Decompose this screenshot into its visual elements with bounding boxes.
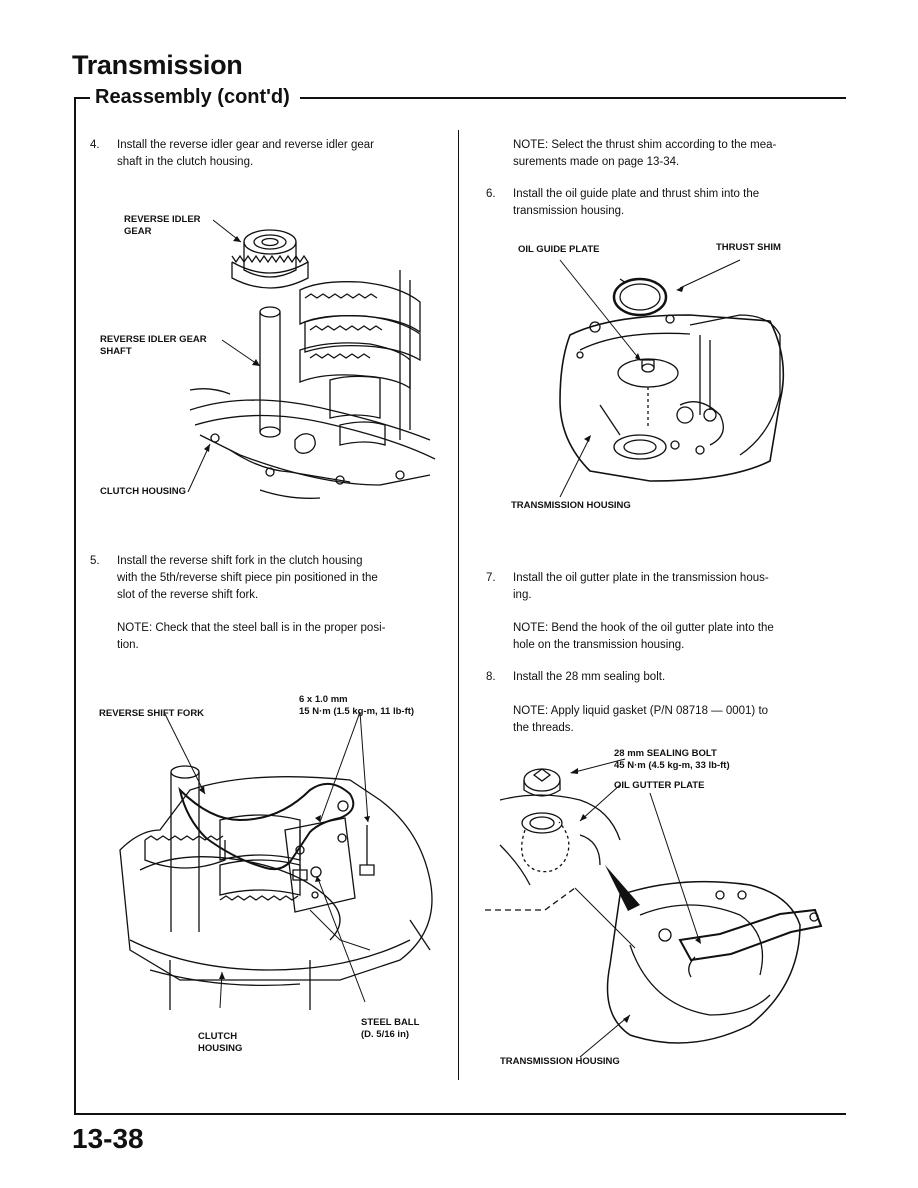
label-oil-guide-plate: OIL GUIDE PLATE: [518, 244, 600, 255]
label-line: 45 N·m (4.5 kg-m, 33 lb-ft): [614, 760, 730, 771]
label-line: REVERSE IDLER GEAR: [100, 334, 207, 345]
left-frame-rule: [74, 97, 76, 1115]
step-number: 5.: [90, 555, 100, 567]
label-line: GEAR: [124, 226, 152, 237]
step-text-line: Install the reverse idler gear and rever…: [117, 139, 374, 151]
step-text-line: Install the reverse shift fork in the cl…: [117, 555, 363, 567]
sealing-bolt-illustration: [480, 745, 840, 1065]
step-text-line: transmission housing.: [513, 205, 625, 217]
label-clutch-housing: CLUTCH HOUSING: [100, 486, 187, 497]
bottom-rule: [74, 1113, 846, 1115]
oil-guide-plate-illustration: [500, 255, 800, 505]
label-line: (D. 5/16 in): [361, 1029, 410, 1040]
note-line: surements made on page 13-34.: [513, 156, 680, 168]
label-bolt-spec: 6 x 1.0 mm 15 N·m (1.5 kg-m, 11 lb-ft): [299, 694, 414, 718]
step-7-note: NOTE: Bend the hook of the oil gutter pl…: [513, 620, 843, 654]
step-5-note: NOTE: Check that the steel ball is in th…: [117, 620, 447, 654]
reverse-shift-fork-illustration: [110, 720, 440, 1020]
thrust-shim-note: NOTE: Select the thrust shim according t…: [513, 137, 843, 171]
label-line: HOUSING: [198, 1043, 243, 1054]
label-steel-ball: STEEL BALL (D. 5/16 in): [361, 1017, 419, 1041]
column-divider: [458, 130, 459, 1080]
step-number: 4.: [90, 139, 100, 151]
label-line: REVERSE IDLER: [124, 214, 201, 225]
step-number: 7.: [486, 572, 496, 584]
step-text-line: ing.: [513, 589, 532, 601]
label-line: 28 mm SEALING BOLT: [614, 748, 717, 759]
label-transmission-housing-2: TRANSMISSION HOUSING: [500, 1056, 620, 1067]
note-line: NOTE: Apply liquid gasket (P/N 08718 — 0…: [513, 705, 769, 717]
step-text-line: slot of the reverse shift fork.: [117, 589, 259, 601]
label-oil-gutter-plate: OIL GUTTER PLATE: [614, 780, 705, 791]
label-line: CLUTCH: [198, 1031, 238, 1042]
label-reverse-shift-fork: REVERSE SHIFT FORK: [99, 708, 205, 719]
step-8-note: NOTE: Apply liquid gasket (P/N 08718 — 0…: [513, 703, 843, 737]
section-subtitle: Reassembly (cont'd): [95, 86, 290, 108]
note-line: the threads.: [513, 722, 574, 734]
note-line: tion.: [117, 639, 139, 651]
step-text-line: Install the oil gutter plate in the tran…: [513, 572, 769, 584]
step-number: 6.: [486, 188, 496, 200]
page-number: 13-38: [72, 1123, 144, 1154]
label-sealing-bolt: 28 mm SEALING BOLT 45 N·m (4.5 kg-m, 33 …: [614, 748, 730, 772]
label-line: SHAFT: [100, 346, 132, 357]
section-rule: [300, 97, 846, 99]
reverse-idler-gear-illustration: [100, 210, 440, 510]
label-line: STEEL BALL: [361, 1017, 420, 1028]
step-text-line: shaft in the clutch housing.: [117, 156, 254, 168]
label-thrust-shim: THRUST SHIM: [716, 242, 781, 253]
label-reverse-idler-gear: REVERSE IDLER GEAR: [124, 214, 201, 238]
label-transmission-housing: TRANSMISSION HOUSING: [511, 500, 631, 511]
page-title: Transmission: [72, 50, 243, 80]
step-text-line: with the 5th/reverse shift piece pin pos…: [117, 572, 378, 584]
step-text-line: Install the 28 mm sealing bolt.: [513, 671, 666, 683]
step-number: 8.: [486, 671, 496, 683]
label-line: 6 x 1.0 mm: [299, 694, 348, 705]
label-reverse-idler-gear-shaft: REVERSE IDLER GEAR SHAFT: [100, 334, 207, 358]
note-line: NOTE: Check that the steel ball is in th…: [117, 622, 386, 634]
step-text-line: Install the oil guide plate and thrust s…: [513, 188, 760, 200]
section-bracket-top: [74, 97, 90, 99]
note-line: NOTE: Select the thrust shim according t…: [513, 139, 777, 151]
note-line: NOTE: Bend the hook of the oil gutter pl…: [513, 622, 774, 634]
label-clutch-housing-2: CLUTCH HOUSING: [198, 1031, 242, 1055]
label-line: 15 N·m (1.5 kg-m, 11 lb-ft): [299, 706, 415, 717]
note-line: hole on the transmission housing.: [513, 639, 685, 651]
